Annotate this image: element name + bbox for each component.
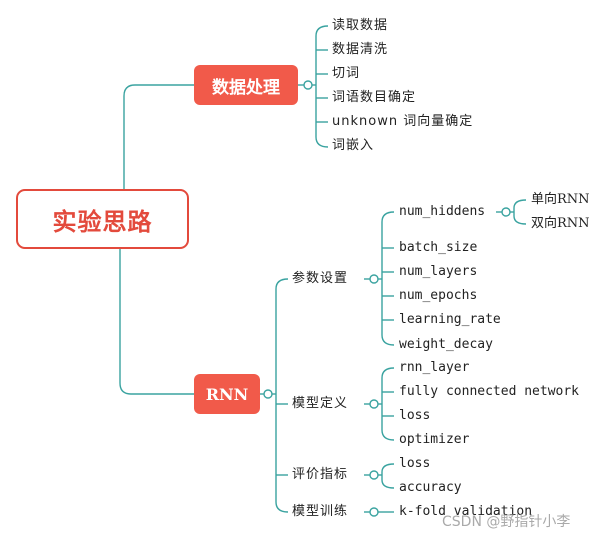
leaf-metric-loss[interactable]: loss xyxy=(399,456,431,471)
leaf-data-cleaning[interactable]: 数据清洗 xyxy=(332,42,389,57)
leaf-read-data[interactable]: 读取数据 xyxy=(332,18,389,33)
data-processing-node[interactable]: 数据处理 xyxy=(194,65,298,105)
root-node[interactable]: 实验思路 xyxy=(16,189,189,249)
group-training[interactable]: 模型训练 xyxy=(292,504,349,519)
leaf-vocab-size[interactable]: 词语数目确定 xyxy=(332,90,417,105)
leaf-unidirectional-rnn[interactable]: 单向RNN xyxy=(531,192,590,207)
leaf-num-layers[interactable]: num_layers xyxy=(399,264,478,279)
group-params[interactable]: 参数设置 xyxy=(292,271,349,286)
leaf-num-hiddens[interactable]: num_hiddens xyxy=(399,204,486,219)
leaf-loss[interactable]: loss xyxy=(399,408,431,423)
leaf-tokenize[interactable]: 切词 xyxy=(332,66,361,81)
leaf-embedding[interactable]: 词嵌入 xyxy=(332,138,375,153)
leaf-batch-size[interactable]: batch_size xyxy=(399,240,478,255)
watermark: CSDN @野指针小李 xyxy=(442,514,571,530)
group-metrics[interactable]: 评价指标 xyxy=(292,467,349,482)
leaf-bidirectional-rnn[interactable]: 双向RNN xyxy=(531,216,590,231)
leaf-unknown-vector[interactable]: unknown 词向量确定 xyxy=(332,114,474,129)
rnn-node[interactable]: RNN xyxy=(194,374,260,414)
leaf-num-epochs[interactable]: num_epochs xyxy=(399,288,478,303)
leaf-rnn-layer[interactable]: rnn_layer xyxy=(399,360,470,375)
leaf-weight-decay[interactable]: weight_decay xyxy=(399,337,493,352)
leaf-kfold-validation[interactable]: k-fold validation xyxy=(399,504,533,519)
leaf-fc-network[interactable]: fully connected network xyxy=(399,384,580,399)
group-model-def[interactable]: 模型定义 xyxy=(292,396,349,411)
leaf-optimizer[interactable]: optimizer xyxy=(399,432,470,447)
leaf-learning-rate[interactable]: learning_rate xyxy=(399,312,501,327)
leaf-accuracy[interactable]: accuracy xyxy=(399,480,462,495)
